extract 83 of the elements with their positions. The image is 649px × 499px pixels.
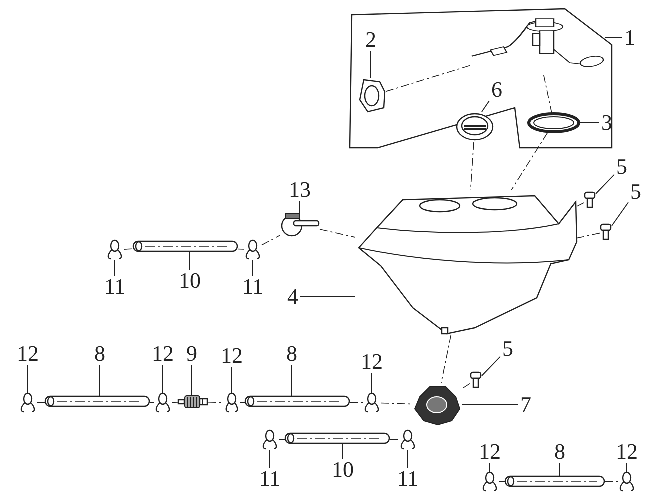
hose-clip-drawing [154, 393, 172, 413]
callout-number: 6 [490, 79, 504, 101]
hose-clip-drawing [618, 472, 636, 492]
centerline [511, 132, 548, 190]
callout-number: 4 [286, 286, 300, 308]
centerline [576, 232, 600, 239]
hose-drawing [285, 433, 390, 444]
callout-number: 11 [240, 276, 266, 298]
callout-number: 1 [622, 27, 638, 49]
leader-line [114, 260, 116, 276]
hose-clip-drawing [19, 393, 37, 413]
callout-number: 9 [184, 343, 200, 365]
callout-number: 12 [219, 345, 245, 367]
bolt-drawing [600, 224, 612, 240]
fuel-cap-drawing [455, 112, 495, 142]
hose-clip-drawing [399, 430, 417, 450]
leader-line [462, 404, 519, 406]
centerline [124, 248, 134, 250]
bolt-drawing [584, 192, 596, 208]
callout-number: 13 [287, 179, 313, 201]
centerline [350, 402, 364, 404]
leader-line [596, 174, 615, 194]
retaining-ring-drawing [358, 78, 386, 114]
centerline [320, 229, 356, 238]
hose-clip-drawing [261, 430, 279, 450]
leader-line [252, 260, 254, 276]
centerline [240, 402, 246, 404]
centerline [498, 481, 506, 482]
seal-ring-drawing [528, 113, 580, 133]
hose-drawing [245, 396, 350, 407]
callout-number: 12 [15, 343, 41, 365]
callout-number: 12 [359, 351, 385, 373]
fuel-filter-drawing [178, 395, 208, 409]
callout-number: 8 [552, 441, 568, 463]
callout-number: 11 [257, 468, 283, 490]
centerline [441, 334, 452, 384]
valve-drawing [280, 213, 320, 237]
leader-line [370, 50, 372, 78]
bolt-drawing [470, 372, 482, 388]
centerline [262, 235, 280, 246]
leader-line [162, 364, 164, 394]
centerline [278, 439, 286, 440]
callout-number: 5 [628, 181, 644, 203]
callout-number: 12 [614, 441, 640, 463]
callout-number: 3 [600, 112, 614, 134]
hose-clip-drawing [224, 393, 240, 413]
callout-number: 11 [395, 468, 421, 490]
callout-number: 5 [614, 156, 630, 178]
callout-number: 10 [177, 270, 203, 292]
hose-clip-drawing [244, 240, 262, 260]
leader-line [482, 356, 501, 376]
centerline [604, 481, 618, 482]
centerline [386, 65, 470, 92]
callout-number: 7 [518, 394, 534, 416]
hose-drawing [505, 476, 605, 487]
callout-number: 2 [364, 29, 378, 51]
centerline [462, 383, 470, 390]
centerline [543, 74, 552, 114]
hose-drawing [45, 396, 150, 407]
leader-line [626, 462, 628, 472]
centerline [390, 439, 400, 440]
leader-line [300, 296, 356, 298]
centerline [238, 248, 244, 250]
hose-clip-drawing [106, 240, 124, 260]
callout-number: 5 [500, 338, 516, 360]
hose-clip-drawing [363, 393, 381, 413]
callout-number: 11 [102, 276, 128, 298]
hose-drawing [133, 241, 238, 252]
centerline [36, 402, 46, 404]
hose-clip-drawing [481, 472, 499, 492]
leader-line [342, 444, 344, 460]
centerline [172, 402, 178, 404]
callout-number: 12 [477, 441, 503, 463]
centerline [150, 402, 154, 404]
callout-number: 8 [92, 343, 108, 365]
callout-number: 12 [150, 343, 176, 365]
callout-number: 10 [330, 459, 356, 481]
leader-line [482, 100, 490, 112]
centerline [380, 402, 412, 405]
centerline [576, 202, 584, 207]
leader-line [612, 202, 629, 226]
leader-line [580, 122, 600, 124]
callout-number: 8 [284, 343, 300, 365]
